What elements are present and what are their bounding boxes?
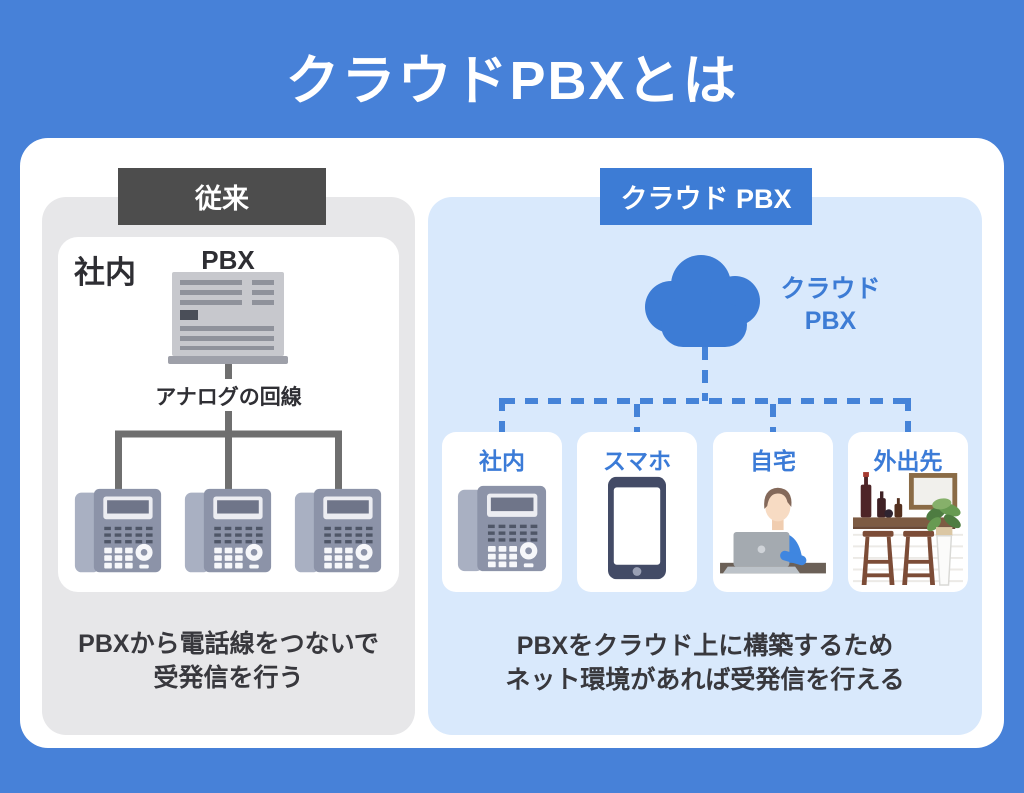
traditional-badge: 従来	[118, 168, 326, 225]
cloud-pbx-caption-line1: PBXをクラウド上に構築するため	[516, 632, 894, 660]
endpoint-card-home: 自宅	[713, 432, 833, 592]
cloud-pbx-badge: クラウド PBX	[600, 168, 812, 225]
cloud-pbx-caption-line2: ネット環境があれば受発信を行える	[505, 666, 905, 694]
traditional-panel: 社内 PBX アナログの回線 PBXから電話線をつないで 受発信を行う	[42, 197, 415, 735]
card-label-smartphone: スマホ	[602, 448, 672, 474]
desk-phone-icon	[73, 487, 163, 577]
person-laptop-icon	[720, 480, 826, 584]
cloud-pbx-label-line2: PBX	[804, 307, 857, 335]
card-label-home: 自宅	[750, 448, 796, 474]
office-box: 社内 PBX アナログの回線	[58, 237, 399, 592]
page-title: クラウドPBXとは	[285, 51, 739, 111]
cloud-pbx-caption: PBXをクラウド上に構築するため ネット環境があれば受発信を行える	[428, 629, 982, 697]
cloud-pbx-panel: クラウド PBX 社内 スマホ 自宅 外出先 PBXをクラウド上に構築するため …	[428, 197, 982, 735]
cafe-icon	[853, 470, 963, 588]
traditional-caption: PBXから電話線をつないで 受発信を行う	[42, 627, 415, 695]
smartphone-icon	[608, 476, 666, 580]
endpoint-card-office: 社内	[442, 432, 562, 592]
analog-line-connector	[115, 361, 342, 489]
traditional-caption-line1: PBXから電話線をつないで	[78, 630, 379, 658]
cloud-pbx-label: クラウド PBX	[773, 273, 888, 337]
cloud-connection-lines	[499, 347, 911, 433]
traditional-caption-line2: 受発信を行う	[153, 664, 304, 692]
pbx-unit-icon	[168, 272, 288, 368]
desk-phone-icon	[293, 487, 383, 577]
desk-phone-icon	[456, 484, 548, 576]
analog-line-label: アナログの回線	[155, 386, 302, 409]
cloud-pbx-label-line1: クラウド	[780, 275, 881, 303]
card-label-office: 社内	[479, 448, 525, 474]
card-label-outside: 外出先	[873, 448, 943, 474]
endpoint-card-smartphone: スマホ	[577, 432, 697, 592]
cloud-icon	[633, 247, 773, 347]
pbx-device-label: PBX	[201, 245, 255, 275]
desk-phone-icon	[183, 487, 273, 577]
office-label: 社内	[74, 255, 136, 290]
endpoint-card-outside: 外出先	[848, 432, 968, 592]
